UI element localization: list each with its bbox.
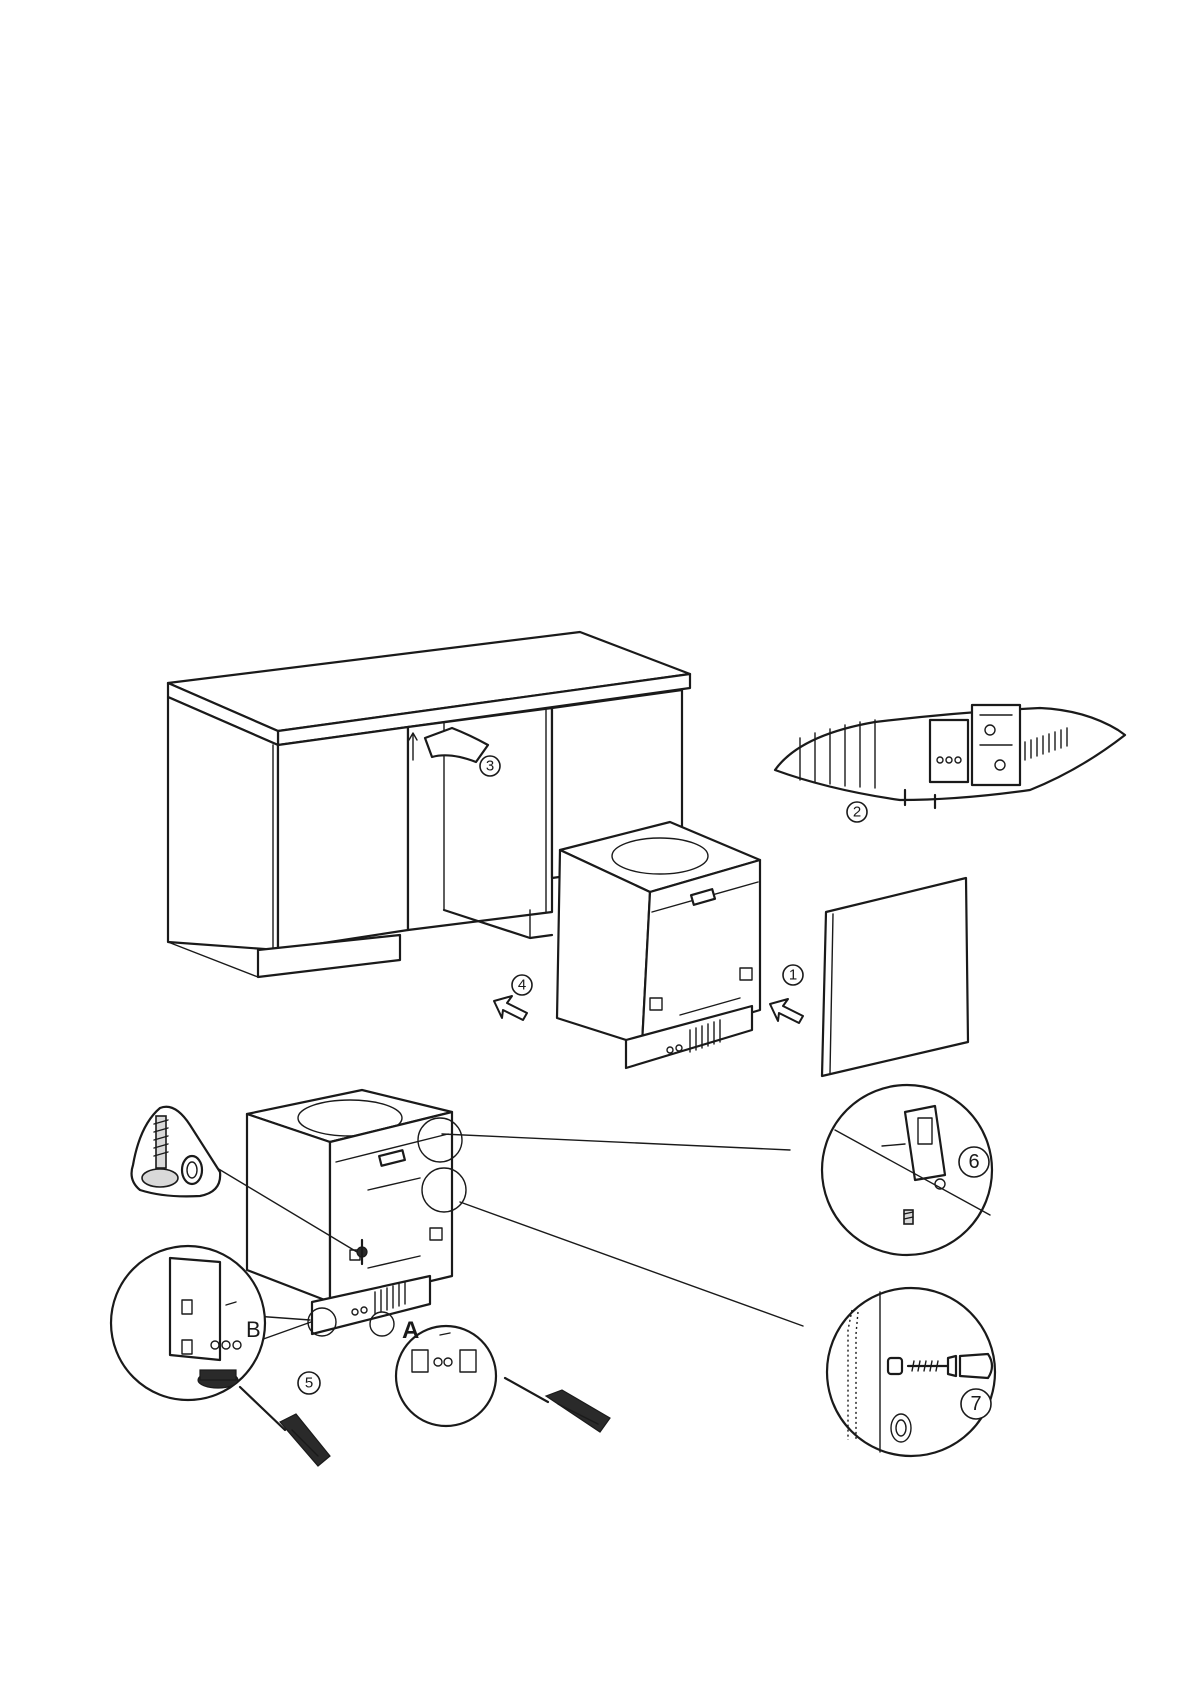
dishwasher-lower — [247, 1090, 466, 1336]
step-4-label: 4 — [518, 977, 526, 994]
front-foot-adjust-detail — [396, 1326, 610, 1432]
step-3-label: 3 — [486, 758, 494, 775]
label-b: B — [246, 1317, 261, 1342]
screwdriver-a — [505, 1378, 610, 1432]
screwdriver-b — [240, 1387, 330, 1466]
screw-fixing-detail — [827, 1288, 995, 1456]
step-6-label: 6 — [968, 1151, 979, 1173]
step-4-arrow: 4 — [494, 975, 532, 1020]
step-2-callout: 2 — [847, 802, 867, 822]
step-1-arrow: 1 — [770, 965, 803, 1023]
step-1-label: 1 — [789, 967, 797, 984]
mounting-strip-detail — [775, 705, 1125, 808]
step-2-label: 2 — [853, 804, 861, 821]
step-3-callout: 3 — [480, 756, 500, 776]
left-cabinet-front — [278, 727, 408, 950]
dishwasher-upper — [557, 822, 760, 1068]
step-5-label: 5 — [305, 1375, 313, 1392]
step-6-callout: 6 — [959, 1147, 989, 1177]
control-panel-detail — [930, 720, 968, 782]
label-a: A — [402, 1317, 419, 1344]
step-7-callout: 7 — [961, 1389, 991, 1419]
threaded-bolt — [154, 1116, 168, 1168]
lower-dishwasher-side — [247, 1114, 330, 1302]
adjusting-foot-detail — [132, 1107, 221, 1197]
furniture-door-panel — [822, 878, 968, 1076]
lower-dishwasher-door — [330, 1112, 452, 1305]
step-5-callout: 5 — [298, 1372, 320, 1394]
step-7-label: 7 — [970, 1393, 981, 1415]
